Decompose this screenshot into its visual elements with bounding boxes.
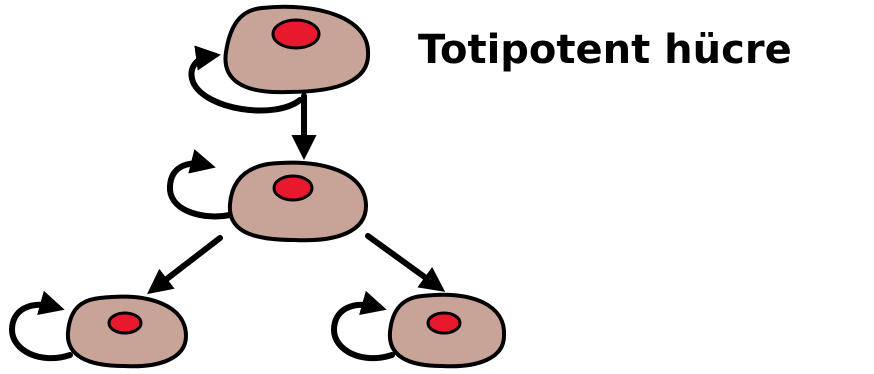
- totipotent-cell-nucleus: [273, 20, 319, 48]
- diagram-title: Totipotent hücre: [418, 26, 792, 74]
- totipotent-cell: [225, 7, 368, 92]
- self-renewal-arrow-middle: [170, 164, 230, 217]
- arrow-middle-to-bottom-right: [368, 236, 437, 286]
- middle-cell-body: [230, 163, 366, 241]
- bottom-right-cell-nucleus: [428, 313, 460, 333]
- arrow-middle-to-bottom-left: [155, 238, 220, 288]
- bottom-left-cell-nucleus: [109, 313, 141, 333]
- bottom-right-cell: [390, 295, 504, 366]
- self-renewal-arrow-bottom-left: [12, 305, 70, 358]
- middle-cell: [230, 163, 366, 241]
- bottom-left-cell: [68, 297, 186, 367]
- middle-cell-nucleus: [274, 176, 312, 200]
- self-renewal-arrow-bottom-right: [334, 305, 392, 358]
